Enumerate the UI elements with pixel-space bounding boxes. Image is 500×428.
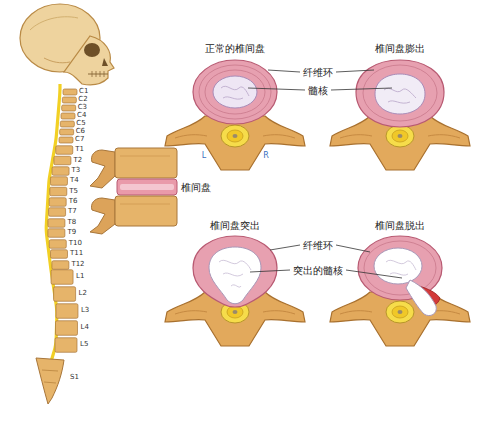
skull (20, 4, 114, 85)
vertebra-label: T11 (70, 250, 83, 258)
panel-title: 椎间盘膨出 (375, 43, 425, 54)
vertebra-label: C3 (78, 104, 87, 112)
vertebra-label: C4 (77, 112, 86, 120)
vertebra (56, 146, 73, 155)
panel-title: 正常的椎间盘 (205, 43, 265, 54)
vertebra-label: C7 (75, 136, 84, 144)
vertebra-label: T7 (68, 208, 77, 216)
vertebra-label: T5 (69, 188, 78, 196)
vertebra-label: T9 (67, 229, 76, 237)
vertebra (51, 250, 68, 259)
vertebra (56, 304, 78, 319)
bulging-disc (330, 60, 470, 170)
vertebra (49, 240, 66, 249)
normal-disc (165, 60, 305, 170)
part-label: 突出的髓核 (293, 265, 343, 276)
vertebra (50, 187, 67, 196)
leader-lines (248, 70, 402, 278)
vertebra-label: L5 (80, 341, 88, 349)
vertebra-label: L2 (79, 290, 87, 298)
vertebra-label: S1 (70, 374, 79, 382)
vertebra (61, 113, 75, 119)
part-label: 髓核 (308, 85, 328, 96)
vertebra (63, 89, 77, 95)
vertebra-label: T3 (72, 167, 81, 175)
vertebra (62, 105, 76, 111)
part-label: 纤维环 (303, 240, 333, 251)
vertebra (60, 129, 74, 135)
vertebra (49, 198, 66, 207)
vertebra (48, 229, 65, 238)
vertebra (54, 156, 71, 165)
vertebra (55, 338, 77, 353)
vertebra (51, 270, 73, 285)
vertebra-label: T4 (70, 177, 79, 185)
vertebra (50, 177, 67, 186)
vertebra (52, 167, 69, 176)
part-label: 椎间盘 (181, 182, 211, 193)
vertebra (62, 97, 76, 103)
vertebra (48, 219, 65, 228)
extruded-disc (330, 236, 470, 346)
vertebra-closeup (90, 148, 177, 234)
vertebra-label: C5 (76, 120, 85, 128)
vertebra-label: T6 (69, 198, 78, 206)
vertebra (60, 121, 74, 127)
spinal-column (46, 84, 78, 360)
vertebra-label: C2 (78, 96, 87, 104)
vertebra-label: T2 (73, 157, 82, 165)
vertebra-label: L1 (76, 273, 84, 281)
part-label: 纤维环 (303, 67, 333, 78)
vertebra (54, 287, 76, 302)
vertebra-label: T12 (71, 261, 84, 269)
vertebra-label: L4 (80, 324, 88, 332)
side-letter: R (263, 152, 269, 161)
vertebra-label: T10 (69, 240, 82, 248)
vertebra-label: L3 (81, 307, 89, 315)
vertebra-label: T8 (67, 219, 76, 227)
panel-title: 椎间盘突出 (210, 220, 260, 231)
vertebra (49, 208, 66, 217)
vertebra-label: C1 (79, 88, 88, 96)
vertebra-label: T1 (75, 146, 84, 154)
side-letter: L (202, 152, 206, 161)
vertebra-label: C6 (76, 128, 85, 136)
vertebra (55, 321, 77, 336)
vertebra (59, 137, 73, 143)
panel-title: 椎间盘脱出 (375, 220, 425, 231)
vertebra (52, 261, 69, 270)
protruding-disc (165, 236, 305, 346)
sacrum (36, 358, 64, 404)
